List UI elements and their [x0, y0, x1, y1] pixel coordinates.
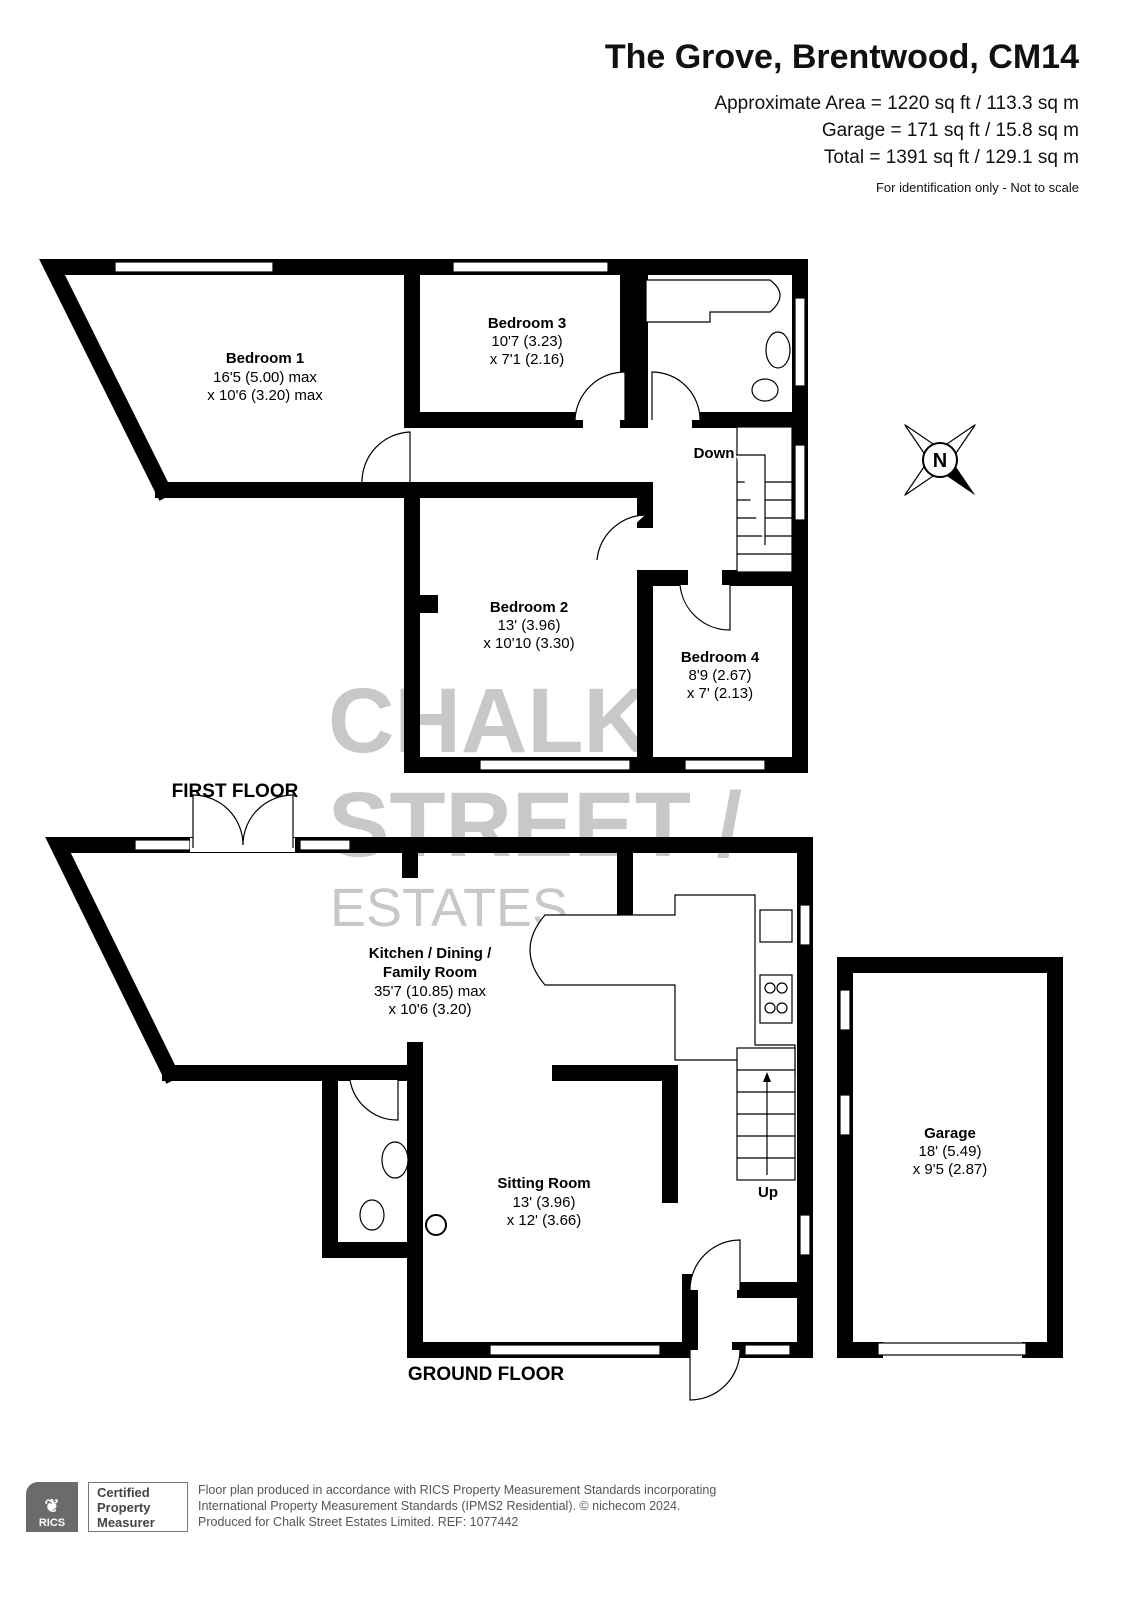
garage-walls — [837, 957, 1063, 1358]
svg-text:35'7 (10.85) max: 35'7 (10.85) max — [374, 983, 487, 1000]
svg-text:Bedroom 2: Bedroom 2 — [490, 599, 568, 616]
svg-text:Bedroom 4: Bedroom 4 — [681, 649, 760, 666]
svg-text:Family Room: Family Room — [383, 964, 477, 981]
stairs-down — [736, 426, 793, 573]
total-area: Total = 1391 sq ft / 129.1 sq m — [823, 147, 1079, 168]
ground-floor-walls — [45, 794, 1063, 1401]
first-floor-walls — [39, 259, 808, 773]
svg-text:x 7'1 (2.16): x 7'1 (2.16) — [490, 351, 565, 368]
svg-text:x 7' (2.13): x 7' (2.13) — [687, 685, 753, 702]
watermark-line3: ESTATES — [330, 878, 568, 938]
footer-text: Floor plan produced in accordance with R… — [198, 1483, 717, 1529]
svg-text:10'7 (3.23): 10'7 (3.23) — [491, 333, 562, 350]
svg-text:x 10'10 (3.30): x 10'10 (3.30) — [483, 635, 574, 652]
svg-text:Bedroom 1: Bedroom 1 — [226, 350, 304, 367]
svg-text:x 10'6 (3.20): x 10'6 (3.20) — [389, 1001, 472, 1018]
svg-text:x 12' (3.66): x 12' (3.66) — [507, 1212, 582, 1229]
svg-text:8'9 (2.67): 8'9 (2.67) — [689, 667, 752, 684]
room-sitting-room: Sitting Room 13' (3.96) x 12' (3.66) — [497, 1175, 590, 1229]
stairs-up-label: Up — [758, 1184, 778, 1201]
watermark-line2: STREET / — [328, 774, 742, 876]
svg-text:13' (3.96): 13' (3.96) — [498, 617, 561, 634]
room-bedroom-2: Bedroom 2 13' (3.96) x 10'10 (3.30) — [483, 599, 574, 652]
approx-area: Approximate Area = 1220 sq ft / 113.3 sq… — [714, 93, 1079, 114]
room-bedroom-3: Bedroom 3 10'7 (3.23) x 7'1 (2.16) — [488, 315, 566, 368]
svg-text:x 10'6 (3.20) max: x 10'6 (3.20) max — [207, 387, 323, 404]
room-garage: Garage 18' (5.49) x 9'5 (2.87) — [913, 1125, 988, 1178]
room-kitchen-dining-family: Kitchen / Dining / Family Room 35'7 (10.… — [369, 945, 492, 1018]
svg-text:18' (5.49): 18' (5.49) — [919, 1143, 982, 1160]
ground-floor-label: GROUND FLOOR — [408, 1364, 564, 1385]
garage-area: Garage = 171 sq ft / 15.8 sq m — [821, 120, 1079, 141]
room-bedroom-4: Bedroom 4 8'9 (2.67) x 7' (2.13) — [681, 649, 760, 702]
room-bedroom-1: Bedroom 1 16'5 (5.00) max x 10'6 (3.20) … — [207, 350, 323, 404]
svg-text:Kitchen / Dining /: Kitchen / Dining / — [369, 945, 492, 962]
watermark-line1: CHALK — [328, 670, 650, 772]
compass-north-icon: N — [904, 424, 976, 496]
area-summary: Approximate Area = 1220 sq ft / 113.3 sq… — [714, 90, 1079, 171]
stairs-up — [736, 1047, 796, 1181]
property-title: The Grove, Brentwood, CM14 — [604, 38, 1079, 76]
svg-text:Sitting Room: Sitting Room — [497, 1175, 590, 1192]
watermark: CHALK STREET / ESTATES — [328, 670, 742, 938]
svg-text:Garage: Garage — [924, 1125, 976, 1142]
rics-logo: ❦RICS — [26, 1482, 78, 1532]
svg-text:Bedroom 3: Bedroom 3 — [488, 315, 566, 332]
svg-text:N: N — [933, 450, 947, 472]
svg-text:16'5 (5.00) max: 16'5 (5.00) max — [213, 369, 317, 386]
svg-text:x 9'5 (2.87): x 9'5 (2.87) — [913, 1161, 988, 1178]
scale-note: For identification only - Not to scale — [875, 180, 1079, 195]
stairs-down-label: Down — [694, 445, 735, 462]
svg-text:13' (3.96): 13' (3.96) — [513, 1194, 576, 1211]
